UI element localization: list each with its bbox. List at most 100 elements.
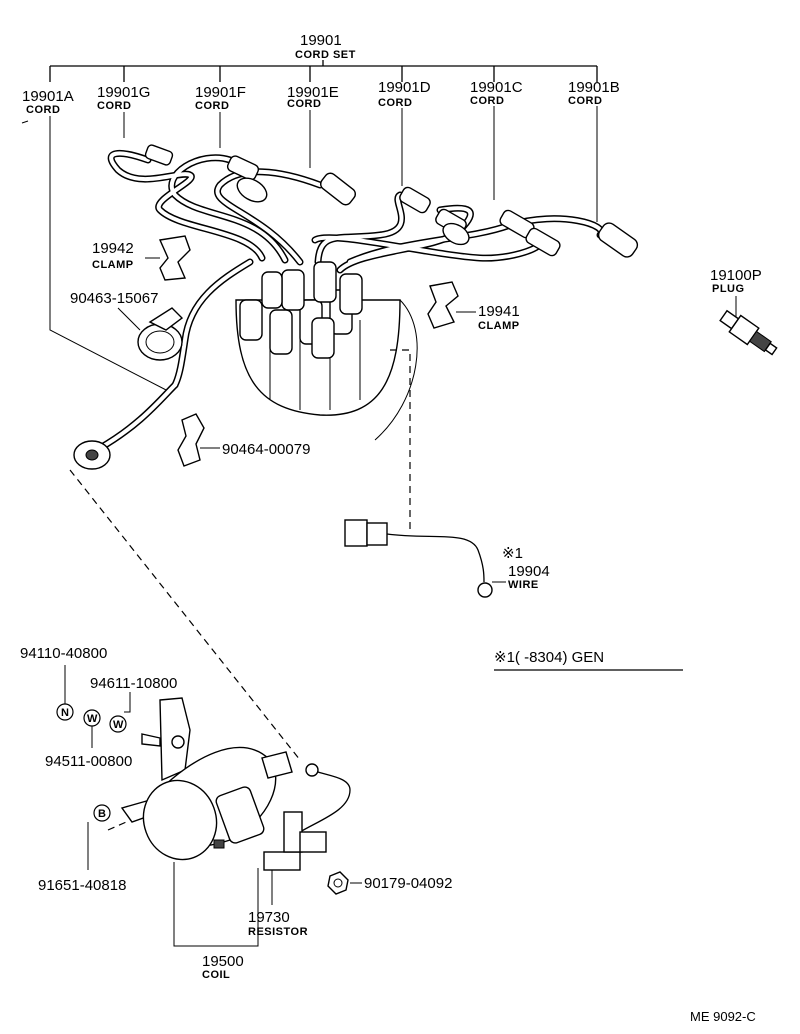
boot-e xyxy=(319,172,357,206)
cord-b-number: 19901B xyxy=(568,79,620,96)
washer-top-letter: W xyxy=(113,719,124,731)
cord-label-f: 19901F CORD xyxy=(195,84,246,112)
washer-bottom-letter: W xyxy=(87,713,98,725)
wire-terminal xyxy=(477,582,493,598)
cord-set-number: 19901 xyxy=(300,32,342,49)
plug-number: 19100P xyxy=(710,267,762,284)
cord-set-ticks xyxy=(49,66,598,82)
clamp-19941-number: 19941 xyxy=(478,303,520,320)
wire-cable xyxy=(386,533,485,583)
cap-outline-arc xyxy=(374,299,418,441)
wire-note-mark: ※1 xyxy=(502,545,523,562)
cord-d-name: CORD xyxy=(378,97,412,109)
cord-c-number: 19901C xyxy=(470,79,523,96)
washer-top-mark xyxy=(109,715,127,733)
footnote-text: ※1( -8304) GEN xyxy=(494,649,604,666)
wire-leader-dashed xyxy=(390,349,411,530)
cap-ribs xyxy=(269,320,361,410)
boot-f xyxy=(226,155,260,181)
coil-name: COIL xyxy=(202,969,230,981)
cord-e-number: 19901E xyxy=(287,84,339,101)
nut-right-number: 90179-04092 xyxy=(364,875,452,892)
cap-tower-9 xyxy=(261,271,283,309)
cap-tower-6 xyxy=(281,269,305,311)
cord-label-c: 19901C CORD xyxy=(470,79,523,107)
clamp-19942-shape xyxy=(158,235,191,281)
cord-d-number: 19901D xyxy=(378,79,431,96)
resistor-body xyxy=(263,851,301,871)
spark-plug-19100p: 19100P PLUG xyxy=(710,267,778,356)
boot-c2 xyxy=(525,227,561,257)
cord-a-name: CORD xyxy=(26,104,60,116)
bolt-number: 91651-40818 xyxy=(38,877,126,894)
boot-inner-1 xyxy=(236,177,268,203)
nut-mark xyxy=(56,703,74,721)
resistor-19730: 19730 RESISTOR xyxy=(248,763,351,938)
cap-tower-2 xyxy=(269,309,293,355)
wire-number: 19904 xyxy=(508,563,550,580)
drawing-code: ME 9092-C xyxy=(690,1009,756,1024)
washer-bottom-number: 94511-00800 xyxy=(45,753,132,770)
coil-tower xyxy=(261,751,293,779)
clamp-19941: 19941 CLAMP xyxy=(427,281,520,332)
cord-b-name: CORD xyxy=(568,95,602,107)
nut-hex xyxy=(327,871,349,895)
coil-end-cap xyxy=(142,779,218,861)
clip-shape xyxy=(177,413,205,467)
washer-top-number: 94611-10800 xyxy=(90,675,177,692)
cord-f-number: 19901F xyxy=(195,84,246,101)
coil-cord-end xyxy=(73,440,111,470)
clamp-19942-name: CLAMP xyxy=(92,259,134,271)
footnote: ※1( -8304) GEN xyxy=(494,649,683,671)
band-number: 90463-15067 xyxy=(70,290,158,307)
bolt-mark xyxy=(93,804,111,822)
nut-letter: N xyxy=(61,707,69,719)
cap-tower-8 xyxy=(339,273,363,315)
cord-g-name: CORD xyxy=(97,100,131,112)
wire-connector-b xyxy=(366,522,388,546)
resistor-name: RESISTOR xyxy=(248,926,308,938)
cap-tower-7 xyxy=(313,261,337,303)
cord-label-a: 19901A CORD xyxy=(22,88,74,116)
nut-number: 94110-40800 xyxy=(20,645,107,662)
plug-name: PLUG xyxy=(712,283,745,295)
cord-e-name: CORD xyxy=(287,98,321,110)
wire-name: WIRE xyxy=(508,579,539,591)
cord-label-e: 19901E CORD xyxy=(287,84,339,110)
cord-f-name: CORD xyxy=(195,100,229,112)
distributor-cap xyxy=(235,261,418,441)
hardware-group: 94110-40800 N 94611-10800 W W 94511-0080… xyxy=(20,645,177,894)
boot-b xyxy=(597,222,639,258)
cord-label-d: 19901D CORD xyxy=(378,79,431,109)
cap-tower-5 xyxy=(311,317,335,359)
clip-90464: 90464-00079 xyxy=(177,413,310,467)
resistor-connector xyxy=(299,831,327,853)
cord-labels: 19901A CORD 19901G CORD 19901F CORD 1990… xyxy=(22,79,620,116)
clip-number: 90464-00079 xyxy=(222,441,310,458)
boot-d xyxy=(399,186,431,214)
cord-set-name: CORD SET xyxy=(295,49,356,61)
boot-g xyxy=(144,144,174,166)
cap-tower-1 xyxy=(239,299,263,341)
cord-g-number: 19901G xyxy=(97,84,150,101)
coil-number: 19500 xyxy=(202,953,244,970)
cord-c-name: CORD xyxy=(470,95,504,107)
resistor-number: 19730 xyxy=(248,909,290,926)
resistor-wire xyxy=(299,771,351,833)
cord-a-number: 19901A xyxy=(22,88,74,105)
cord-label-b: 19901B CORD xyxy=(568,79,620,107)
band-ring xyxy=(137,323,183,361)
clamp-19942-number: 19942 xyxy=(92,240,134,257)
clamp-19941-name: CLAMP xyxy=(478,320,520,332)
resistor-bracket xyxy=(283,811,303,853)
band-90463: 90463-15067 xyxy=(70,290,184,361)
coil-leader xyxy=(173,862,259,947)
clamp-19941-shape xyxy=(427,281,459,329)
clamp-19942: 19942 CLAMP xyxy=(92,235,191,281)
cord-boots xyxy=(144,144,639,258)
ignition-coil: 19500 COIL xyxy=(120,697,293,981)
coil-terminal-block xyxy=(215,786,265,844)
wire-19904: ※1 19904 WIRE xyxy=(344,519,550,598)
cord-a-leader xyxy=(49,116,171,393)
